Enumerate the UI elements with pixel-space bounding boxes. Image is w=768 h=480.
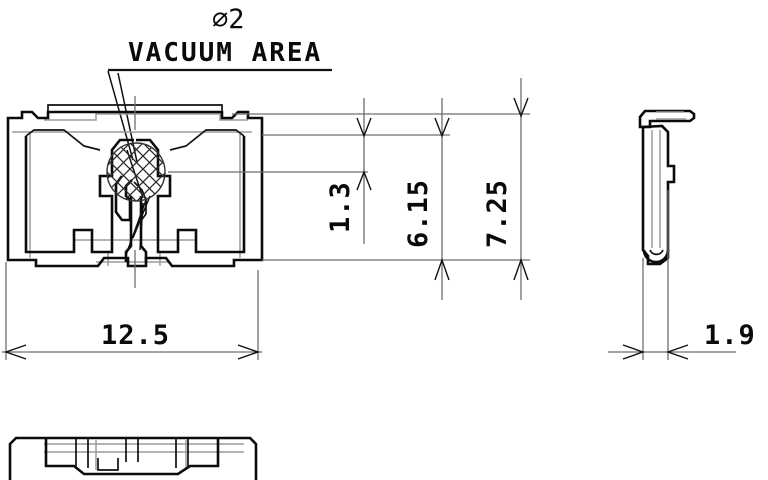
bottom-view-ribs (75, 438, 189, 468)
front-view-cavity-shoulder-left (25, 129, 101, 151)
front-view-cavity-shoulder-right (169, 129, 245, 151)
dimension-12-5-extension-lines (5, 262, 259, 360)
dimension-1-9: 1.9 (608, 320, 756, 360)
dimension-1-3-text: 1.3 (325, 181, 356, 233)
dimension-7-25: 7.25 (482, 78, 529, 300)
bottom-view-body (44, 438, 220, 476)
side-view-top-hook (638, 109, 696, 129)
vertical-dimensions: 1.3 6.15 7.25 (168, 78, 530, 300)
dimension-6-15: 6.15 (403, 98, 450, 300)
bottom-view (8, 436, 258, 480)
dimension-1-9-text: 1.9 (704, 320, 756, 351)
side-view-extension-lines (642, 190, 669, 360)
diameter-label: ⌀2 (212, 4, 245, 35)
bottom-view-construction-lines (44, 440, 244, 470)
vacuum-area (106, 142, 166, 202)
dimension-6-15-text: 6.15 (403, 179, 434, 248)
side-view-construction-lines (651, 111, 686, 248)
bottom-view-center-detail (97, 458, 119, 471)
side-view (638, 109, 696, 360)
bottom-view-outline (8, 436, 258, 480)
vacuum-area-label: VACUUM AREA (128, 38, 322, 68)
dimension-7-25-text: 7.25 (482, 179, 513, 248)
vacuum-area-note: ⌀2 VACUUM AREA (108, 4, 332, 72)
dimension-12-5-text: 12.5 (101, 320, 170, 351)
front-view (6, 96, 264, 288)
front-view-central-stem (124, 196, 133, 262)
front-view-inner-left (24, 136, 134, 254)
side-view-bottom-tab-inner (649, 249, 664, 256)
dimension-12-5: 12.5 (2, 262, 262, 360)
side-view-body (641, 124, 676, 266)
vacuum-area-circle (106, 142, 166, 202)
side-view-bottom-tab (642, 249, 670, 264)
dimension-1-3: 1.3 (325, 98, 372, 244)
vertical-dimension-extension-lines (168, 113, 530, 261)
